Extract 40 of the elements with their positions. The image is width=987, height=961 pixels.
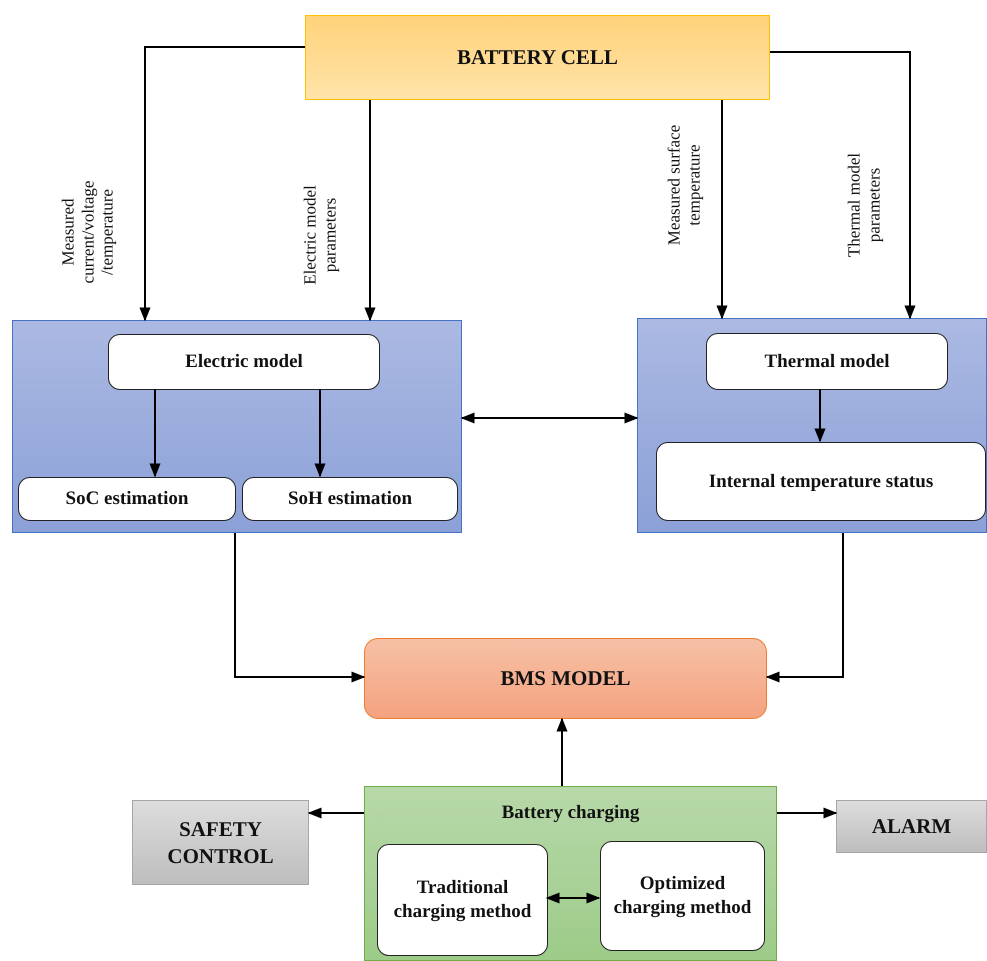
arrow	[364, 100, 376, 322]
box-label: SAFETY CONTROL	[166, 816, 275, 869]
arrow	[556, 718, 568, 786]
box-label: Optimized charging method	[612, 872, 752, 920]
arrow	[546, 892, 600, 904]
process-box	[108, 334, 380, 390]
box-label: SoC estimation	[64, 487, 190, 511]
box-label: BMS MODEL	[499, 665, 632, 692]
arrow	[234, 533, 366, 683]
group-panel	[637, 318, 987, 533]
arrow	[716, 100, 728, 320]
box-label: Electric model	[184, 350, 304, 374]
arrow	[308, 807, 364, 819]
arrow	[460, 412, 638, 424]
process-box	[377, 844, 548, 956]
process-box	[706, 333, 948, 390]
arrow	[814, 389, 826, 442]
process-box	[600, 841, 765, 951]
process-box	[18, 477, 236, 521]
arrow	[770, 51, 916, 320]
process-box	[656, 442, 986, 521]
arrow	[139, 46, 305, 322]
group-panel	[364, 786, 777, 961]
process-box	[364, 638, 767, 719]
box-label: SoH estimation	[286, 487, 414, 511]
group-panel	[12, 320, 462, 533]
box-label: BATTERY CELL	[456, 44, 619, 71]
output-box	[132, 800, 309, 885]
arrow	[149, 389, 161, 478]
panel-title: Battery charging	[500, 801, 640, 825]
component-box	[305, 15, 770, 100]
box-label: Traditional charging method	[392, 876, 532, 924]
arrow	[766, 533, 844, 683]
box-label: ALARM	[870, 813, 952, 840]
box-label: Thermal model	[763, 350, 891, 374]
process-box	[242, 477, 458, 521]
arrow	[777, 807, 838, 819]
arrow	[314, 389, 326, 478]
output-box	[836, 800, 987, 853]
box-label: Internal temperature status	[708, 470, 934, 494]
